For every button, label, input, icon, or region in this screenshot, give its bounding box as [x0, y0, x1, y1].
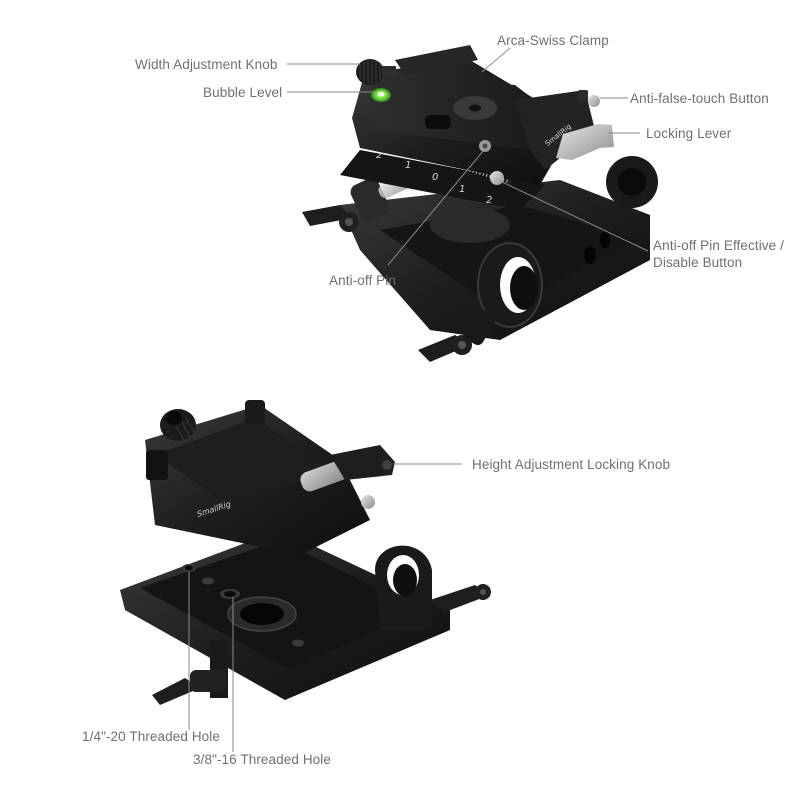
scale-mark: 0	[432, 172, 438, 183]
callout-anti-off-pin: Anti-off Pin	[329, 273, 396, 288]
callout-arca-swiss-clamp: Arca-Swiss Clamp	[497, 33, 609, 48]
leader-anti-off-pin	[387, 149, 485, 266]
callout-height-adjustment-locking-knob: Height Adjustment Locking Knob	[472, 457, 671, 472]
callout-line-1: Anti-off Pin Effective /	[653, 238, 784, 253]
top-product: 2 1 0 1 2 SmallRig	[302, 45, 658, 362]
callout-quarter-inch-threaded-hole: 1/4"-20 Threaded Hole	[82, 729, 220, 744]
leader-lines	[188, 47, 649, 752]
callout-anti-off-pin-button: Anti-off Pin Effective / Disable Button	[653, 237, 784, 271]
bottom-product: SmallRig	[120, 400, 491, 705]
callout-width-adjustment-knob: Width Adjustment Knob	[135, 57, 278, 72]
scale-mark: 1	[405, 160, 411, 171]
callout-three-eighths-threaded-hole: 3/8"-16 Threaded Hole	[193, 752, 331, 767]
callout-locking-lever: Locking Lever	[646, 126, 732, 141]
callout-bubble-level: Bubble Level	[203, 85, 283, 100]
scale-mark: 2	[376, 150, 382, 161]
scale-mark: 2	[486, 195, 492, 206]
callout-line-2: Disable Button	[653, 255, 743, 270]
callout-anti-false-touch-button: Anti-false-touch Button	[630, 91, 769, 106]
scale-mark: 1	[459, 184, 465, 195]
leader-arca-clamp	[481, 47, 511, 73]
leader-anti-off-pin-button	[499, 180, 649, 252]
